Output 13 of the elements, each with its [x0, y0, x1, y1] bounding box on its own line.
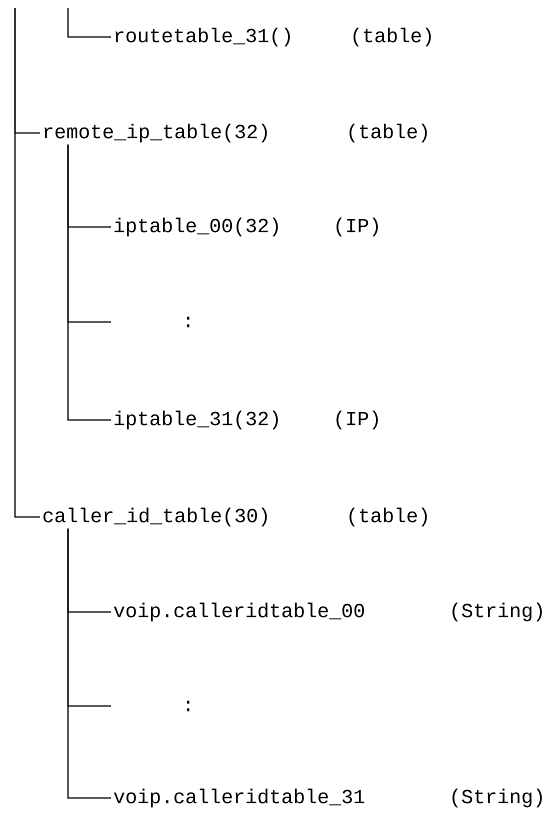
- tree-connector: [67, 528, 111, 799]
- tree-connector: [67, 144, 111, 421]
- tree-item: :: [187, 316, 190, 328]
- tree-item: routetable_31() (table): [116, 28, 431, 46]
- tree-item: voip.calleridtable_00 (String): [114, 602, 542, 622]
- tree-connector: [67, 8, 111, 38]
- tree-item: iptable_00(32) (IP): [114, 218, 378, 236]
- tree-item: remote_ip_table(32) (table): [44, 124, 427, 142]
- tree-item: :: [187, 700, 190, 712]
- tree-item: caller_id_table(30) (table): [43, 508, 427, 526]
- tree-item: voip.calleridtable_31 (String): [114, 788, 542, 808]
- tree-connector: [14, 8, 40, 518]
- tree-item: iptable_31(32) (IP): [114, 410, 378, 430]
